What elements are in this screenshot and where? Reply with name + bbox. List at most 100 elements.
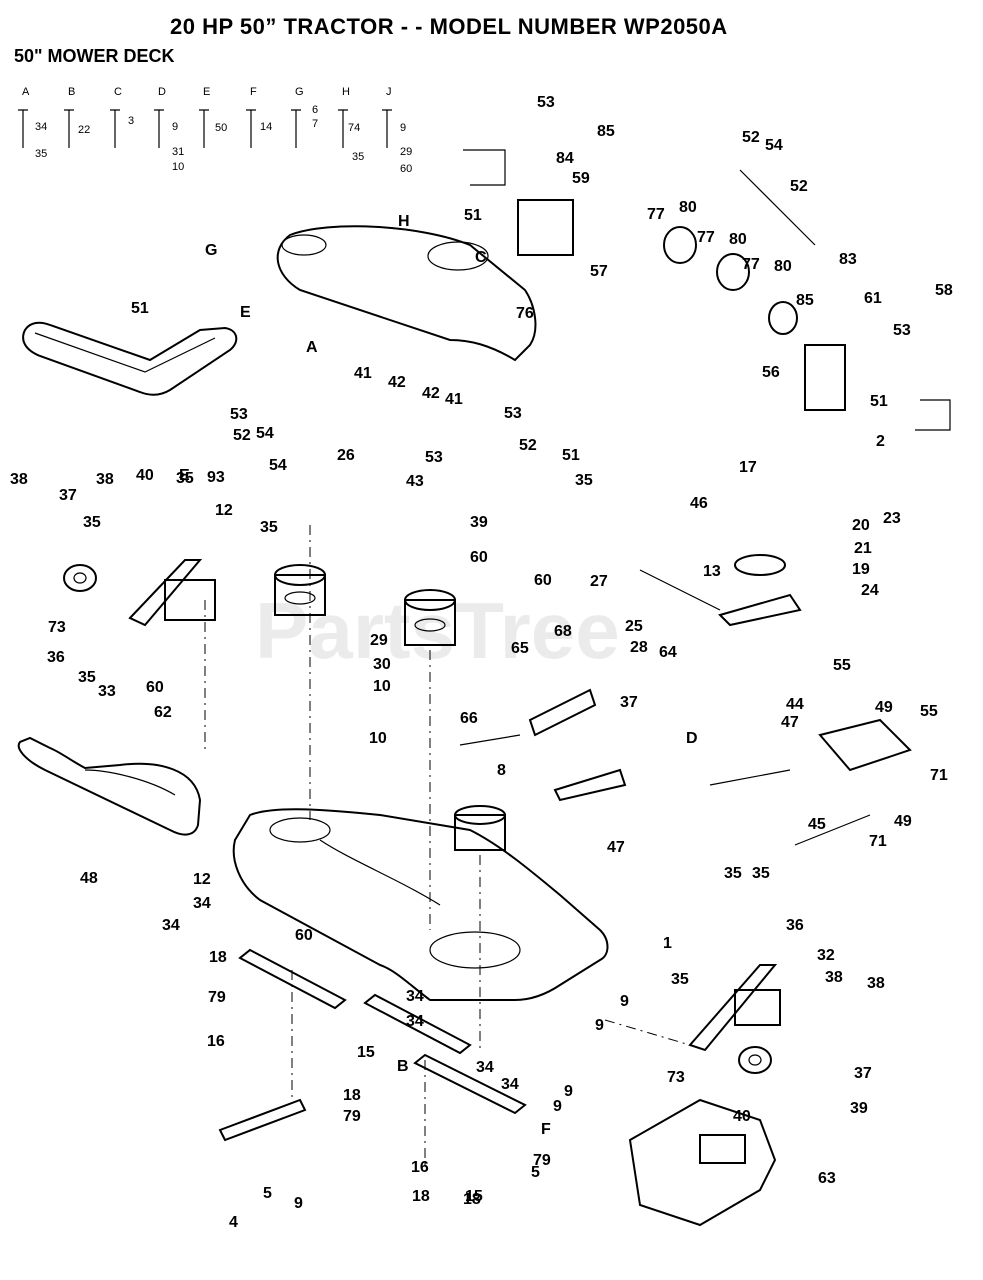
part-callout: 60	[146, 679, 164, 696]
part-callout: 65	[511, 640, 529, 657]
part-callout: 36	[786, 917, 804, 934]
hardware-key-number: 6	[312, 104, 318, 116]
part-callout: 35	[176, 470, 194, 487]
part-callout: 39	[850, 1100, 868, 1117]
part-callout: 58	[935, 282, 953, 299]
pulley-40-right-drawing	[738, 1046, 772, 1074]
hardware-key-number: 7	[312, 118, 318, 130]
part-callout: 38	[10, 471, 28, 488]
part-callout: 79	[208, 989, 226, 1006]
belt-48-drawing	[17, 736, 202, 836]
part-callout: 47	[607, 839, 625, 856]
hardware-key-number: 50	[215, 122, 227, 134]
part-callout: 41	[445, 391, 463, 408]
part-callout: 9	[620, 993, 629, 1010]
part-callout: 51	[131, 300, 149, 317]
idler-assembly-drawing	[463, 149, 951, 431]
part-callout: 35	[752, 865, 770, 882]
hardware-key-letter: C	[114, 86, 122, 98]
part-callout: 61	[864, 290, 882, 307]
part-callout: 9	[294, 1195, 303, 1212]
arm-36-right-drawing	[688, 964, 781, 1052]
part-callout: 42	[422, 385, 440, 402]
part-callout: 83	[839, 251, 857, 268]
spindle-12-left-drawing	[274, 564, 326, 616]
part-callout: 85	[796, 292, 814, 309]
part-callout: 10	[369, 730, 387, 747]
part-callout: 53	[425, 449, 443, 466]
part-callout: 4	[229, 1214, 238, 1231]
part-callout: 56	[762, 364, 780, 381]
hardware-glyph	[199, 109, 209, 148]
part-callout: 35	[671, 971, 689, 988]
page-title: 20 HP 50” TRACTOR - - MODEL NUMBER WP205…	[170, 14, 728, 39]
part-callout: 77	[742, 256, 760, 273]
hardware-glyph	[64, 109, 74, 148]
part-callout: 43	[406, 473, 424, 490]
part-callout: 34	[476, 1059, 494, 1076]
part-callout: 16	[207, 1033, 225, 1050]
part-callout: 26	[337, 447, 355, 464]
part-callout: 52	[742, 129, 760, 146]
hardware-key-letter: F	[250, 86, 257, 98]
part-callout: 53	[893, 322, 911, 339]
gearbox-33-drawing	[128, 559, 216, 627]
part-callout: 77	[647, 206, 665, 223]
part-callout: 25	[625, 618, 643, 635]
part-callout: H	[398, 213, 410, 230]
part-callout: B	[397, 1058, 409, 1075]
part-callout: 34	[406, 988, 424, 1005]
part-callout: 15	[357, 1044, 375, 1061]
part-callout: 71	[930, 767, 948, 784]
part-callout: 9	[553, 1098, 562, 1115]
part-callout: 2	[876, 433, 885, 450]
part-callout: 8	[497, 762, 506, 779]
hardware-key-number: 31	[172, 146, 184, 158]
part-callout: 12	[193, 871, 211, 888]
part-callout: 52	[519, 437, 537, 454]
part-callout: 10	[373, 678, 391, 695]
hardware-key-letter: H	[342, 86, 350, 98]
part-callout: 53	[504, 405, 522, 422]
part-callout: E	[179, 467, 190, 484]
part-callout: 36	[47, 649, 65, 666]
part-callout: 62	[154, 704, 172, 721]
hardware-key-number: 9	[172, 121, 178, 133]
part-callout: D	[686, 730, 698, 747]
part-callout: 49	[894, 813, 912, 830]
hardware-glyph	[154, 109, 164, 148]
belt-76-drawing	[22, 321, 238, 396]
hardware-glyph	[110, 109, 120, 148]
hardware-key-letter: J	[386, 86, 392, 98]
part-callout: 79	[533, 1152, 551, 1169]
hardware-glyph	[338, 109, 348, 148]
part-callout: 71	[869, 833, 887, 850]
part-callout: 53	[230, 406, 248, 423]
part-callout: 19	[852, 561, 870, 578]
part-callout: 35	[575, 472, 593, 489]
part-callout: 38	[96, 471, 114, 488]
part-callout: 18	[412, 1188, 430, 1205]
part-callout: 34	[162, 917, 180, 934]
part-callout: 40	[136, 467, 154, 484]
deck-lift-bracket-drawing	[459, 554, 912, 846]
part-callout: 57	[590, 263, 608, 280]
hardware-key-number: 35	[35, 148, 47, 160]
part-callout: 60	[295, 927, 313, 944]
part-callout: 40	[733, 1108, 751, 1125]
part-callout: 51	[870, 393, 888, 410]
hardware-glyph	[18, 109, 28, 148]
part-callout: 44	[786, 696, 804, 713]
part-callout: 51	[562, 447, 580, 464]
hardware-key-number: 60	[400, 163, 412, 175]
part-callout: 37	[620, 694, 638, 711]
part-callout: 27	[590, 573, 608, 590]
part-callout: 79	[343, 1108, 361, 1125]
part-callout: 80	[729, 231, 747, 248]
hardware-key-number: 14	[260, 121, 272, 133]
hardware-key-letter: G	[295, 86, 304, 98]
part-callout: 47	[781, 714, 799, 731]
part-callout: A	[306, 339, 318, 356]
part-callout: 37	[854, 1065, 872, 1082]
hardware-key-number: 34	[35, 121, 47, 133]
